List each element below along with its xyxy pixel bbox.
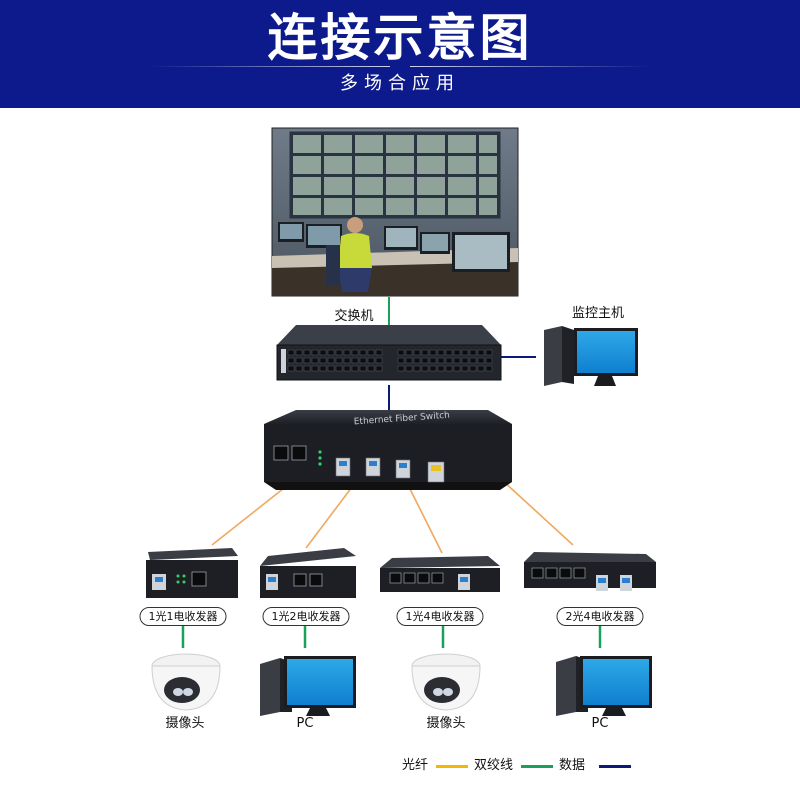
legend-fiber-label: 光纤 — [402, 758, 429, 773]
title-rule-right — [410, 66, 650, 67]
endpoint-4-label: PC — [591, 716, 609, 731]
media-converter-1f4e-icon — [380, 556, 500, 592]
media-converter-1f2e-icon — [260, 548, 356, 598]
endpoint-3-label: 摄像头 — [426, 716, 466, 731]
page-title: 连接示意图 — [267, 9, 533, 67]
control-room-photo — [271, 127, 519, 297]
media-converter-1f1e-icon — [146, 548, 238, 598]
legend-twisted-swatch — [521, 765, 553, 768]
dome-camera-icon-1 — [151, 653, 221, 711]
fiber-link-3 — [408, 486, 443, 554]
legend-data-swatch — [599, 765, 631, 768]
endpoint-1-label: 摄像头 — [165, 716, 205, 731]
media-converter-2f4e-icon — [524, 552, 656, 591]
title-rule-left — [150, 66, 390, 67]
switch-label: 交换机 — [334, 309, 374, 324]
legend-data-label: 数据 — [559, 758, 586, 773]
legend-twisted-label: 双绞线 — [474, 758, 514, 773]
desktop-computer-icon-2 — [556, 656, 652, 716]
ethernet-fiber-switch-icon: Ethernet Fiber Switch — [264, 410, 512, 490]
transceiver-3-label: 1光4电收发器 — [396, 607, 484, 626]
endpoint-2-label: PC — [296, 716, 314, 731]
network-switch-icon — [276, 325, 502, 381]
transceiver-4-label: 2光4电收发器 — [556, 607, 644, 626]
page-subtitle: 多场合应用 — [340, 73, 460, 94]
twisted-pair-links — [181, 625, 602, 648]
dome-camera-icon-2 — [411, 653, 481, 711]
header-banner: 连接示意图 多场合应用 — [0, 0, 800, 108]
fiber-link-4 — [501, 479, 574, 546]
desktop-computer-icon-1 — [260, 656, 356, 716]
host-label: 监控主机 — [571, 306, 625, 321]
host-computer-icon — [544, 326, 638, 386]
transceiver-2-label: 1光2电收发器 — [262, 607, 350, 626]
data-links — [388, 297, 536, 410]
fiber-link-2 — [305, 486, 353, 549]
legend-fiber-swatch — [436, 765, 468, 768]
transceiver-1-label: 1光1电收发器 — [139, 607, 227, 626]
